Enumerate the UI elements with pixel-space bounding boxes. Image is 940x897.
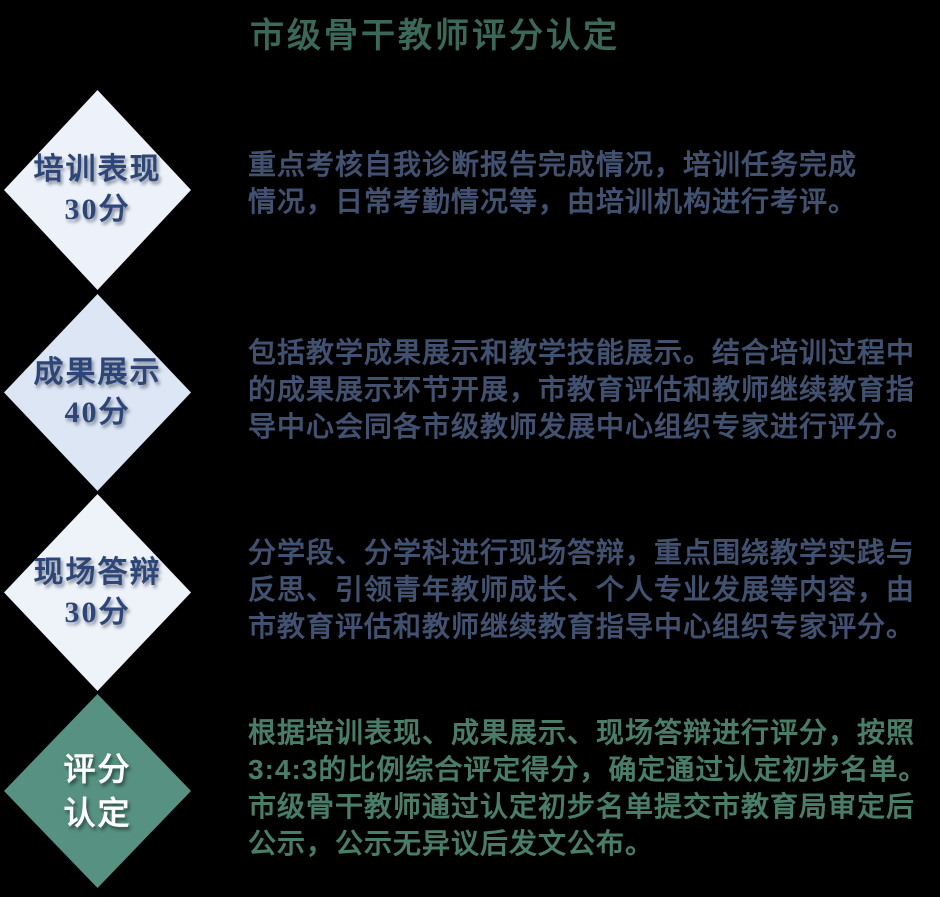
description-training-performance: 重点考核自我诊断报告完成情况，培训任务完成 情况，日常考勤情况等，由培训机构进行…: [248, 149, 858, 217]
diamond-training-performance: 培训表现 30分: [4, 90, 191, 290]
diamond-achievement-display-label: 成果展示 40分: [33, 355, 162, 429]
description-onsite-defense: 分学段、分学科进行现场答辩，重点围绕教学实践与 反思、引领青年教师成长、个人专业…: [248, 537, 916, 642]
diamond-score-certification: 评分 认定: [4, 694, 191, 888]
page-title: 市级骨干教师评分认定: [250, 18, 620, 55]
description-score-certification: 根据培训表现、成果展示、现场答辩进行评分，按照 3:4:3的比例综合评定得分，确…: [248, 717, 928, 859]
description-achievement-display: 包括教学成果展示和教学技能展示。结合培训过程中 的成果展示环节开展，市教育评估和…: [248, 337, 916, 442]
diamond-onsite-defense-label: 现场答辩 30分: [33, 555, 162, 629]
diamond-training-performance-label: 培训表现 30分: [33, 153, 162, 226]
diamond-score-certification-label: 评分 认定: [63, 751, 132, 831]
diamond-onsite-defense: 现场答辩 30分: [4, 494, 191, 691]
diamond-achievement-display: 成果展示 40分: [4, 294, 191, 491]
